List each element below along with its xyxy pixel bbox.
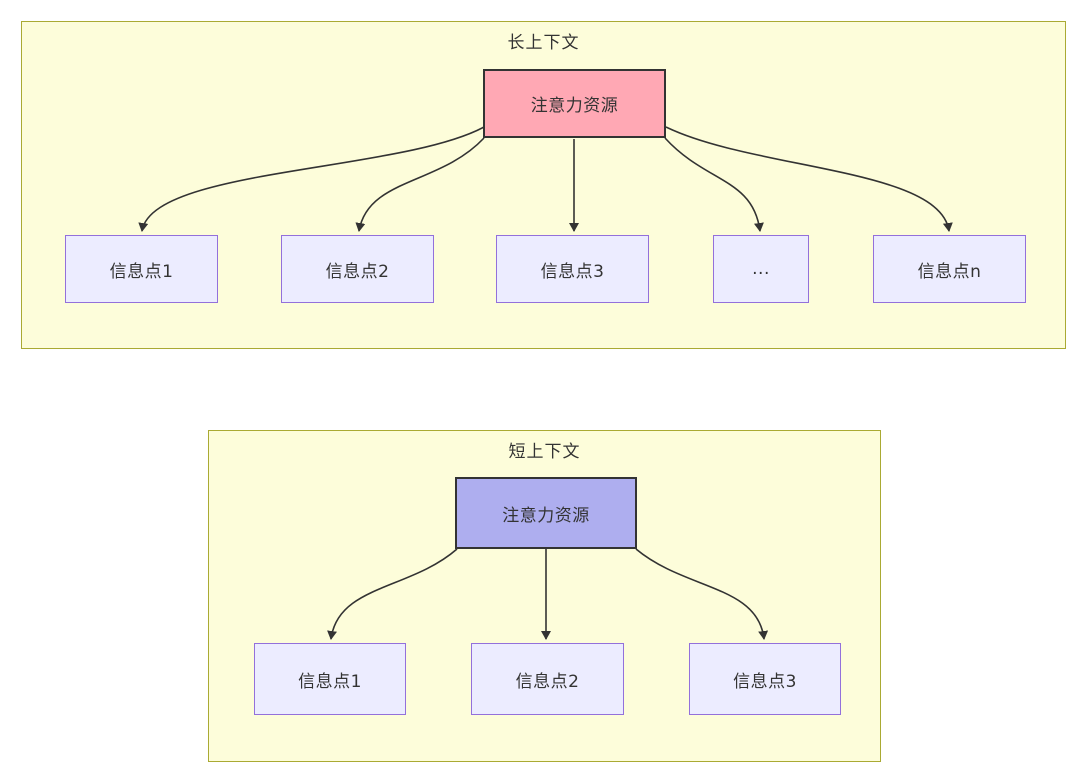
node-short-info2: 信息点2 <box>471 643 624 715</box>
edge-short-attention-to-info1 <box>327 548 458 640</box>
edge-long-attention-to-dots <box>664 137 764 232</box>
subgraph-short-title: 短上下文 <box>508 442 581 462</box>
node-long-infon: 信息点n <box>873 235 1026 303</box>
edge-long-attention-to-info2 <box>355 137 485 232</box>
node-short-info3: 信息点3 <box>689 643 841 715</box>
subgraph-long-title: 长上下文 <box>507 33 580 53</box>
node-long-attention: 注意力资源 <box>483 69 666 138</box>
edge-short-attention-to-info3 <box>635 548 769 640</box>
edge-long-attention-to-info1 <box>138 126 485 232</box>
edge-long-attention-to-infon <box>665 126 953 232</box>
node-long-info1: 信息点1 <box>65 235 218 303</box>
node-short-info1: 信息点1 <box>254 643 406 715</box>
node-long-info3: 信息点3 <box>496 235 649 303</box>
node-long-info-ellipsis: ... <box>713 235 809 303</box>
node-short-attention: 注意力资源 <box>455 477 637 549</box>
node-long-info2: 信息点2 <box>281 235 434 303</box>
